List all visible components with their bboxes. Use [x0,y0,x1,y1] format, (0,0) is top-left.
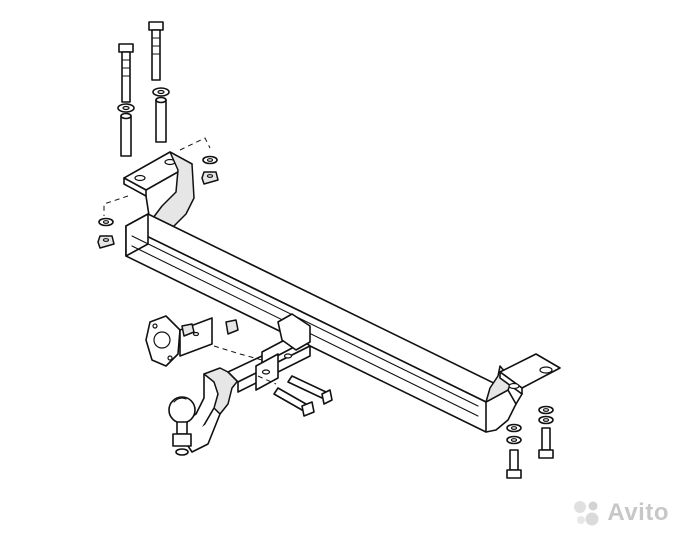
socket-nut-b [225,319,239,335]
right-bolt-b [506,449,522,479]
right-bolt-a [538,427,554,459]
socket-nut-a [181,323,195,337]
left-washer-upper-right [202,155,218,165]
right-washer-a [538,405,554,415]
tow-ball [168,396,196,456]
right-mounting-bracket [485,353,561,433]
right-washer-d [506,435,522,445]
socket-bracket [145,315,213,367]
left-washer-2 [152,87,170,97]
alignment-line-bolt [257,375,277,385]
right-washer-c [506,423,522,433]
left-bolt-1 [118,43,134,103]
right-washer-b [538,415,554,425]
alignment-line-socket [213,345,263,361]
left-nut-lower-left [97,235,115,249]
avito-dots-logo-icon [574,501,599,526]
alignment-line-lower [103,195,129,216]
hitch-bolt-1 [287,375,333,405]
left-spacer-2 [155,96,167,143]
left-washer-lower-left [98,217,114,227]
avito-watermark: Avito [571,498,669,528]
alignment-line-upper [179,137,211,151]
hitch-bolt-2 [273,387,315,417]
hitch-plate [255,313,311,391]
left-bolt-2 [148,21,164,81]
left-washer-1 [117,103,135,113]
left-nut-upper-right [201,171,219,185]
left-spacer-1 [120,112,132,157]
watermark-text: Avito [607,499,669,526]
